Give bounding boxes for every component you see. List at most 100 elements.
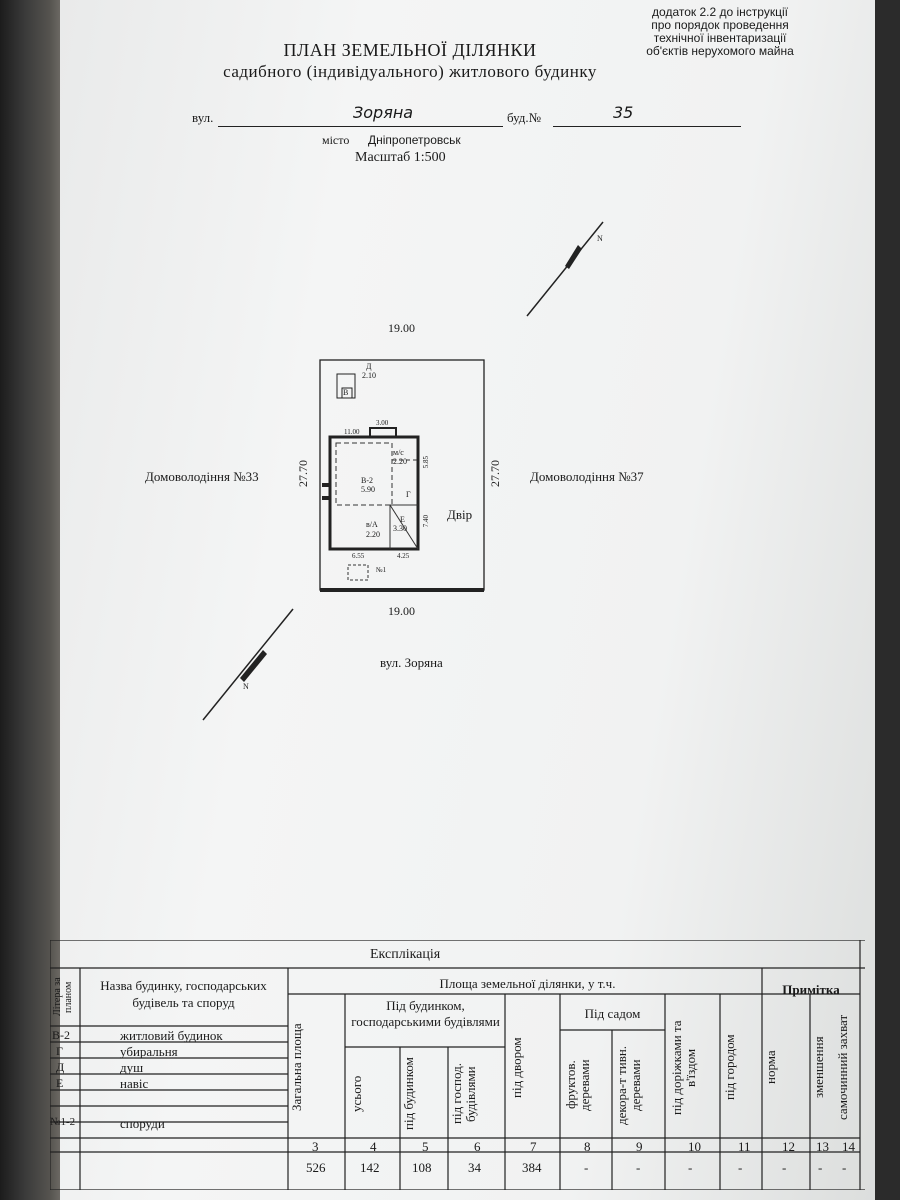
- street-bottom-label: вул. Зоряна: [380, 655, 443, 670]
- room-ms-label: м/с: [393, 448, 404, 457]
- col-number: 5: [422, 1139, 429, 1154]
- north-arrow-top: [526, 221, 604, 317]
- explication-caption: Експлікація: [370, 947, 441, 962]
- col-number: 7: [530, 1139, 537, 1154]
- under-house-value: 108: [412, 1160, 432, 1175]
- col-buildings-group: Під будинком, господарськими будівлями: [351, 998, 500, 1029]
- top-width-dim: 19.00: [388, 321, 415, 335]
- col-number: 6: [474, 1139, 481, 1154]
- col-letter-header: Літера за планом: [52, 977, 74, 1017]
- well-label: №1: [376, 566, 387, 574]
- room-va-area: 2.20: [366, 530, 380, 539]
- room-e-label: Е: [400, 515, 405, 524]
- well: [347, 564, 369, 581]
- col-area-group: Площа земельної ділянки, у т.ч.: [439, 976, 616, 991]
- col-vegetable-header: під городом: [722, 1034, 737, 1101]
- dim-585: 5.85: [422, 456, 430, 469]
- room-ms-area: 2.20: [393, 457, 407, 466]
- row-name: житловий будинок: [120, 1028, 223, 1043]
- street-label: вул.: [192, 110, 214, 125]
- col-paths-header: під доріжками та в'їздом: [669, 1020, 698, 1115]
- row-name: убиральня: [120, 1044, 178, 1059]
- room-e-area: 3.30: [393, 524, 407, 533]
- fruit-trees-value: -: [584, 1160, 589, 1175]
- appendix-line: додаток 2.2 до інструкції: [652, 5, 788, 19]
- col-selfcapture-header: самочинний захват: [835, 1014, 850, 1121]
- site-plan-drawing: [0, 0, 900, 940]
- house-field: 35: [553, 103, 741, 127]
- col-number: 13: [816, 1139, 829, 1154]
- selfcapture-value: -: [842, 1160, 847, 1175]
- shower-label: Д: [366, 362, 372, 371]
- reduce-value: -: [818, 1160, 823, 1175]
- row-letter: В-2: [52, 1028, 70, 1042]
- shower-area: 2.10: [362, 371, 376, 380]
- appendix-line: технічної інвентаризації: [653, 31, 787, 45]
- col-number: 14: [842, 1139, 855, 1154]
- dim-11: 11.00: [344, 428, 360, 436]
- street-value: Зоряна: [353, 103, 414, 122]
- col-reduce-header: зменшення: [811, 1036, 826, 1099]
- neighbor-left: Домоволодіння №33: [145, 469, 259, 484]
- col-number: 4: [370, 1139, 377, 1154]
- porch: [369, 427, 397, 438]
- vegetable-value: -: [738, 1160, 743, 1175]
- neighbor-right: Домоволодіння №37: [530, 469, 644, 484]
- city-value: Дніпропетровськ: [368, 133, 461, 147]
- decor-trees-value: -: [636, 1160, 641, 1175]
- appendix-note: додаток 2.2 до інструкції про порядок пр…: [620, 6, 820, 58]
- total-area-value: 526: [306, 1160, 326, 1175]
- north-label-top: N: [597, 234, 603, 243]
- row-letter: Г: [56, 1044, 63, 1058]
- col-house-header: під будинком: [401, 1057, 416, 1131]
- city-label: місто: [322, 133, 350, 147]
- north-arrow-bottom: [202, 608, 294, 721]
- under-outbuildings-value: 34: [468, 1160, 481, 1175]
- book-binding: [0, 0, 62, 1200]
- dim-425: 4.25: [397, 552, 410, 560]
- col-decor-header: декора-т тивн. деревами: [614, 1045, 643, 1125]
- scale-label: Масштаб 1:500: [355, 150, 446, 165]
- row-name: споруди: [120, 1116, 165, 1131]
- right-depth-dim: 27.70: [488, 460, 502, 487]
- room-va-label: в/А: [366, 520, 378, 529]
- bottom-width-dim: 19.00: [388, 604, 415, 618]
- row-letter: №1-2: [50, 1116, 76, 1128]
- toilet-label: В: [343, 388, 349, 397]
- dim-740: 7.40: [422, 515, 430, 528]
- col-number: 12: [782, 1139, 795, 1154]
- left-depth-dim: 27.70: [296, 460, 310, 487]
- col-garden-group: Під садом: [584, 1006, 641, 1021]
- room-b2-area: 5.90: [361, 485, 375, 494]
- all-buildings-value: 142: [360, 1160, 380, 1175]
- appendix-line: об'єктів нерухомого майна: [646, 44, 794, 58]
- room-b2-dashed: [335, 442, 393, 506]
- row-name: навіс: [120, 1076, 149, 1091]
- north-label-bottom: N: [243, 682, 249, 691]
- col-all-header: усього: [349, 1075, 364, 1113]
- row-letter: Д: [56, 1060, 65, 1074]
- table-grid: [50, 940, 865, 1190]
- dim-655: 6.55: [352, 552, 365, 560]
- col-norm-header: норма: [763, 1050, 778, 1085]
- document-title: ПЛАН ЗЕМЕЛЬНОЇ ДІЛЯНКИ: [283, 40, 537, 60]
- col-number: 11: [738, 1139, 751, 1154]
- yard-label: Двір: [447, 507, 473, 522]
- dim-3: 3.00: [376, 419, 389, 427]
- col-number: 8: [584, 1139, 591, 1154]
- col-name-header: Назва будинку, господарських будівель та…: [100, 978, 267, 1010]
- col-outbuild-header: під господ. будівлями: [449, 1063, 478, 1125]
- col-fruit-header: фруктов. деревами: [563, 1059, 592, 1111]
- street-field: Зоряна: [218, 103, 503, 127]
- norm-value: -: [782, 1160, 787, 1175]
- col-number: 9: [636, 1139, 643, 1154]
- appendix-line: про порядок проведення: [651, 18, 789, 32]
- house-value: 35: [613, 103, 634, 122]
- room-g-label: Г: [406, 490, 411, 499]
- col-number: 3: [312, 1139, 319, 1154]
- room-b2-label: В-2: [361, 476, 373, 485]
- paths-value: -: [688, 1160, 693, 1175]
- col-total-header: Загальна площа: [289, 1023, 304, 1112]
- row-name: душ: [120, 1060, 144, 1075]
- explication-table: Експлікація Літера за планом Назва будин…: [50, 940, 865, 1190]
